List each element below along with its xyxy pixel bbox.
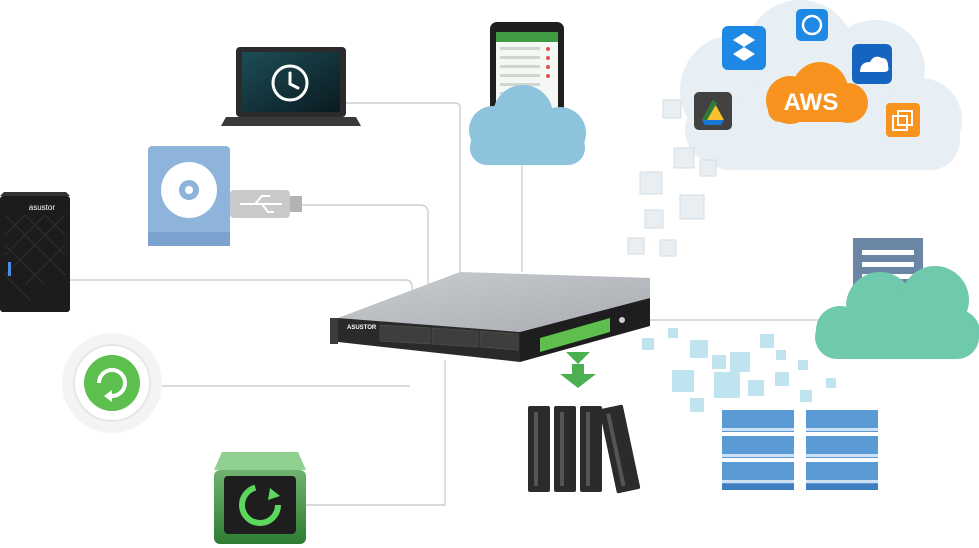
sync-refresh-icon <box>239 484 281 526</box>
server-cloud <box>815 238 979 359</box>
aws-label: AWS <box>784 89 839 116</box>
aws-icon: AWS <box>766 62 868 124</box>
desktop-nas: asustor <box>0 192 70 312</box>
database-stacks <box>722 410 878 490</box>
database-icon <box>722 410 794 490</box>
rack-nas-brand: ASUSTOR <box>347 325 377 331</box>
usb-drive <box>148 146 302 246</box>
refresh-icon <box>97 368 127 402</box>
drive-tray <box>528 406 550 492</box>
dropbox-icon <box>722 26 766 70</box>
backup-app-box <box>214 452 306 544</box>
desktop-nas-brand: asustor <box>29 203 56 212</box>
usb-icon <box>240 195 282 213</box>
google-drive-icon <box>694 92 732 130</box>
onedrive-icon <box>852 44 892 84</box>
mobile-cloud <box>469 85 586 165</box>
rack-nas: ASUSTOR <box>330 272 650 362</box>
drive-tray <box>554 406 576 492</box>
data-squares <box>642 328 836 412</box>
download-arrow-icon <box>560 352 596 388</box>
laptop <box>221 47 361 126</box>
sync-icon <box>796 9 828 41</box>
backup-badge <box>62 333 162 433</box>
time-machine-icon <box>271 64 309 102</box>
drive-tray <box>599 404 641 494</box>
s3-icon <box>886 103 920 137</box>
drive-tray <box>580 406 602 492</box>
cloud-services: AWS <box>680 0 962 170</box>
connector-lines <box>70 102 820 506</box>
database-icon <box>806 410 878 490</box>
drive-trays <box>528 404 641 494</box>
data-cubes <box>627 99 717 257</box>
